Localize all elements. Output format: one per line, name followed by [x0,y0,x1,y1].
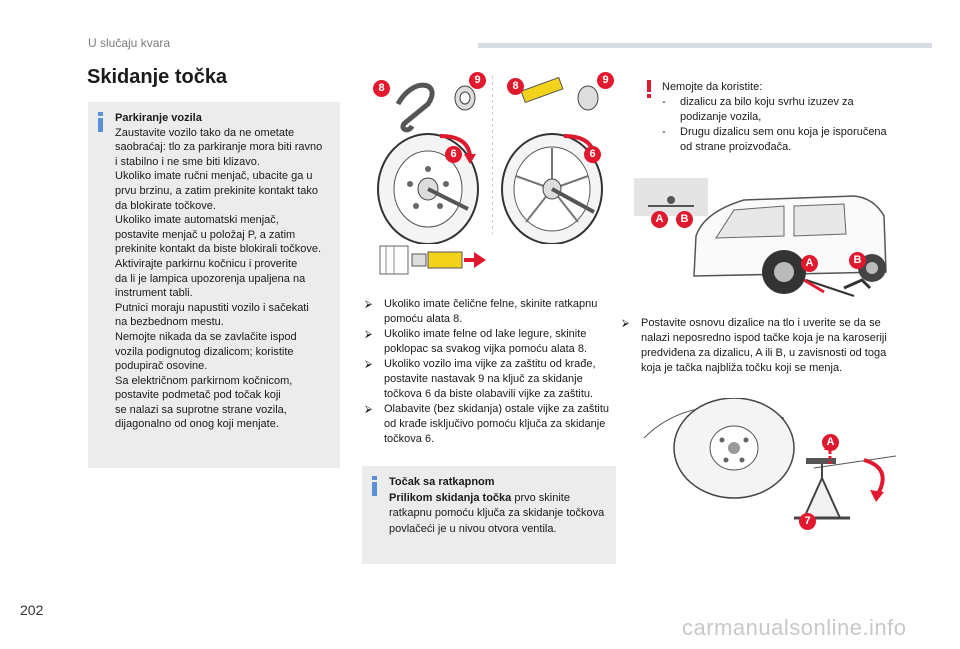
arrow-icon: ⮚ [365,329,373,340]
parking-line: Sa električnom parkirnom kočnicom, [115,374,293,387]
header-bar [478,43,932,48]
parking-line: Aktivirajte parkirnu kočnicu i proverite [115,257,298,270]
step-item: ⮚ Ukoliko vozilo ima vijke za zaštitu od … [365,357,619,402]
step-text: Ukoliko imate felne od lake legure, skin… [384,328,588,355]
parking-line: dijagonalno od onog koji menjate. [115,418,279,431]
info-icon [98,112,103,132]
parking-line: se nalazi sa suprotne strane vozila, [115,403,287,416]
parking-line: saobraćaj: tlo za parkiranje mora biti r… [115,141,323,154]
info-icon [372,476,377,496]
arrow-icon: ⮚ [365,299,373,310]
parking-line: Nemojte nikada da se zavlačite ispod [115,330,297,343]
jack-7-label: 7 [799,513,816,530]
page-title: Skidanje točka [87,66,228,88]
removal-steps: ⮚ Ukoliko imate čelične felne, skinite ra… [365,297,619,447]
jack-point-a-label-close: A [822,434,839,451]
hubcap-text: prvo skinite ratkapnu pomoću ključa za s… [389,491,605,535]
parking-line: Putnici moraju napustiti vozilo i sačeka… [115,301,309,314]
step-item: ⮚ Olabavite (bez skidanja) ostale vijke z… [365,402,619,447]
watermark: carmanualsonline.info [682,615,907,640]
parking-line: Ukoliko imate automatski menjač, [115,214,279,227]
page-number: 202 [20,602,44,618]
parking-line: prvu brzinu, a zatim prekinite kontakt t… [115,184,318,197]
section-header: U slučaju kvara [88,36,171,50]
step-item: ⮚ Ukoliko imate čelične felne, skinite ra… [365,297,619,327]
steel-wheel-illustration [377,82,479,244]
wrench-6-label-b: 6 [584,146,601,163]
extension-9-label-b: 9 [597,72,614,89]
wrench-6-label: 6 [445,146,462,163]
alloy-wheel-illustration [492,76,603,244]
jack-under-wheel-illustration [643,398,896,520]
tool-8-label-b: 8 [507,78,524,95]
jack-point-b-label: B [676,211,693,228]
parking-line: i stabilno i ne sme biti klizavo. [115,155,260,168]
step-text: Ukoliko imate čelične felne, skinite rat… [384,298,598,325]
parking-line: podupirač osovine. [115,360,208,373]
hubcap-lead: Prilikom skidanja točka [389,491,512,504]
parking-line: Ukoliko imate ručni menjač, ubacite ga u [115,170,313,183]
parking-line: prekinite kontakt da biste blokirali toč… [115,243,322,256]
parking-line: na bezbednom mestu. [115,316,224,329]
warning-item-text: dizalicu za bilo koju svrhu izuzev za po… [680,96,854,123]
antitheft-bolt-illustration [379,245,486,275]
arrow-icon: ⮚ [365,404,373,415]
parking-line: Zaustavite vozilo tako da ne ometate [115,126,295,139]
arrow-icon: ⮚ [622,318,630,329]
jack-point-b-label-car: B [849,252,866,269]
jack-point-a-label: A [651,211,668,228]
extension-9-label: 9 [469,72,486,89]
jack-point-a-label-car: A [801,255,818,272]
jack-placement-text: Postavite osnovu dizalice na tlo i uveri… [641,317,887,374]
hubcap-title: Točak sa ratkapnom [389,476,495,488]
parking-info-box: Parkiranje vozila Zaustavite vozilo tako… [88,102,340,468]
warning-intro: Nemojte da koristite: [662,81,763,93]
warning-icon [647,80,651,98]
parking-line: postavite menjač u položaj P, a zatim [115,228,296,241]
step-text: Olabavite (bez skidanja) ostale vijke za… [384,403,609,445]
parking-title: Parkiranje vozila [115,112,202,124]
parking-line: postavite podmetač pod točak koji [115,389,281,402]
warning-item: -dizalicu za bilo koju svrhu izuzev za p… [662,96,854,123]
step-text: Ukoliko vozilo ima vijke za zaštitu od k… [384,358,596,400]
warning-item-text: Drugu dizalicu sem onu koja je isporučen… [680,126,887,153]
parking-line: da li je lampica upozorenja upaljena na [115,272,306,285]
vehicle-jack-points-illustration [634,178,887,297]
parking-line: da blokirate točkove. [115,199,216,212]
tool-8-label: 8 [373,80,390,97]
parking-line: vozila podignutog dizalicom; koristite [115,345,294,358]
step-item: ⮚ Ukoliko imate felne od lake legure, ski… [365,327,619,357]
arrow-icon: ⮚ [365,359,373,370]
hubcap-info-box: Točak sa ratkapnom Prilikom skidanja toč… [362,466,616,564]
warning-item: -Drugu dizalicu sem onu koja je isporuče… [662,126,887,153]
parking-line: instrument tabli. [115,287,193,300]
jack-placement-step: ⮚ Postavite osnovu dizalice na tlo i uve… [622,316,909,376]
